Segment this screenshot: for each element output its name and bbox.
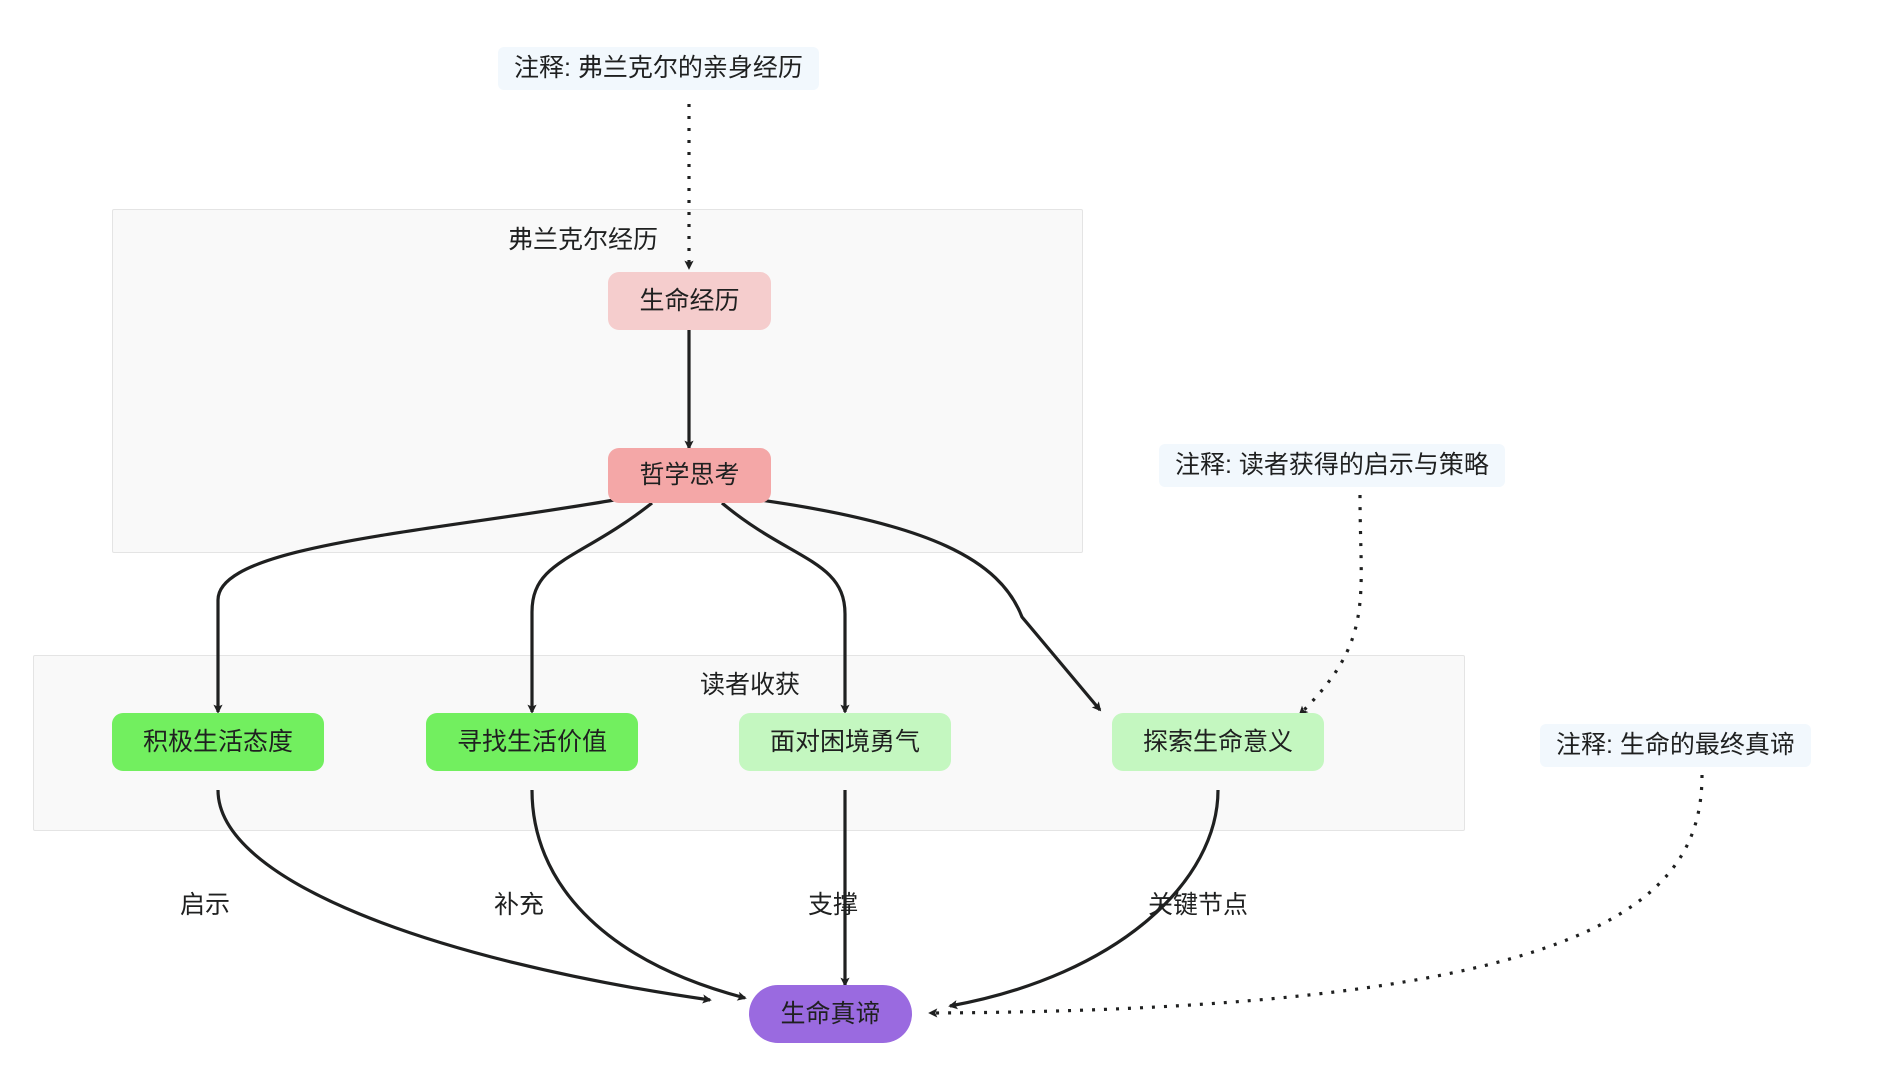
- node-find-value[interactable]: 寻找生活价值: [426, 713, 638, 771]
- edge-philosophy-to-attitude: [213, 498, 615, 714]
- edge-label-value-to-truth: 补充: [494, 891, 545, 919]
- edge-philosophy-to-courage: [720, 501, 850, 714]
- edge-label-courage-to-truth: 支撑: [808, 891, 859, 919]
- node-life-truth[interactable]: 生命真谛: [749, 985, 912, 1043]
- node-life-experience[interactable]: 生命经历: [608, 272, 771, 330]
- edge-label-attitude-to-truth: 启示: [180, 891, 231, 919]
- edge-meaning-to-truth: [948, 789, 1220, 1010]
- cluster-label-reader-gains: 读者收获: [700, 671, 801, 699]
- node-philosophy[interactable]: 哲学思考: [608, 448, 771, 503]
- edge-attitude-to-truth: [216, 789, 712, 1004]
- node-explore-meaning[interactable]: 探索生命意义: [1112, 713, 1324, 771]
- edge-philosophy-to-meaning: [759, 498, 1102, 712]
- note-reader-gains: 注释: 读者获得的启示与策略: [1159, 444, 1505, 487]
- edge-value-to-truth: [530, 789, 747, 1001]
- note-frankl-experience: 注释: 弗兰克尔的亲身经历: [498, 47, 819, 90]
- node-courage[interactable]: 面对困境勇气: [739, 713, 951, 771]
- edge-label-meaning-to-truth: 关键节点: [1148, 891, 1249, 919]
- edge-philosophy-to-value: [527, 501, 653, 714]
- cluster-frankl-experience: [112, 209, 1083, 553]
- node-positive-attitude[interactable]: 积极生活态度: [112, 713, 324, 771]
- edge-note-truth-to-truth: [928, 774, 1704, 1018]
- note-life-truth: 注释: 生命的最终真谛: [1540, 724, 1811, 767]
- cluster-label-frankl-experience: 弗兰克尔经历: [508, 226, 659, 254]
- edge-note-reader-to-meaning: [1298, 494, 1363, 716]
